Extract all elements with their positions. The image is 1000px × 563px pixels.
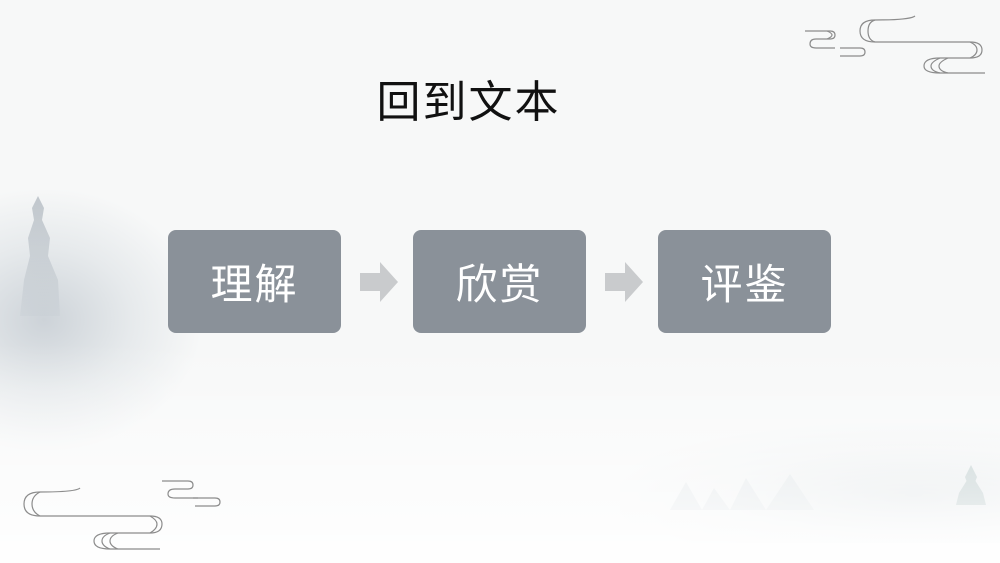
step-label: 理解: [210, 260, 299, 309]
step-box-understand: 理解: [168, 230, 341, 333]
right-arrow-icon: [360, 262, 398, 302]
cloud-ornament-bottom-left-icon: [23, 480, 221, 550]
slide-title: 回到文本: [376, 77, 561, 128]
cloud-ornament-top-right-icon: [805, 15, 985, 74]
mist-bottom-decoration: [0, 343, 1000, 563]
right-arrow-icon: [605, 262, 643, 302]
step-label: 欣赏: [455, 260, 544, 309]
step-box-evaluate: 评鉴: [658, 230, 831, 333]
step-label: 评鉴: [700, 260, 789, 309]
step-box-appreciate: 欣赏: [413, 230, 586, 333]
